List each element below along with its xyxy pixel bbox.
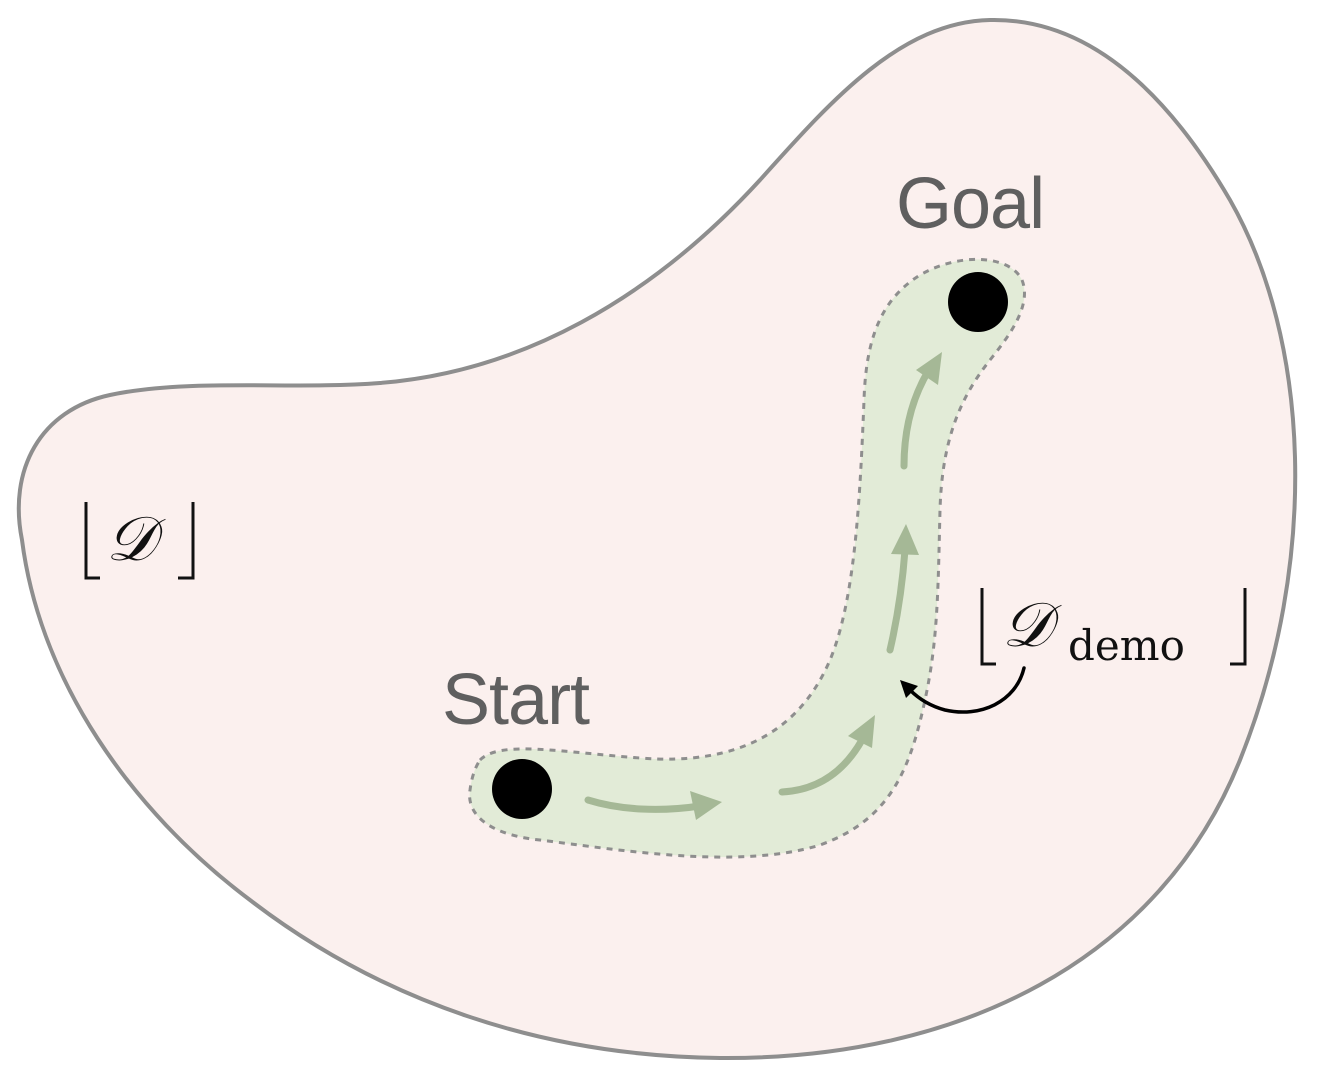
pointer-arrowhead [900, 680, 918, 698]
trajectory-arrowhead-2 [848, 715, 875, 748]
start-dot [492, 759, 552, 819]
trajectory-arrowhead-3 [891, 524, 919, 555]
trajectory-arrows [584, 352, 942, 820]
trajectory-arrow-3 [886, 546, 909, 654]
trajectory-arrow-2 [778, 736, 866, 796]
trajectory-arrowhead-4 [916, 352, 942, 385]
goal-label: Goal [896, 164, 1044, 244]
trajectory-arrowhead-1 [690, 791, 722, 820]
goal-dot [948, 272, 1008, 332]
trajectory-arrow-4 [900, 371, 930, 470]
demo-region [468, 258, 1026, 859]
start-label: Start [442, 660, 590, 740]
pointer-arrow [900, 666, 1026, 714]
trajectory-arrow-1 [584, 796, 704, 813]
dataset-region [16, 17, 1298, 1061]
demo-subscript: demo [1068, 621, 1185, 670]
